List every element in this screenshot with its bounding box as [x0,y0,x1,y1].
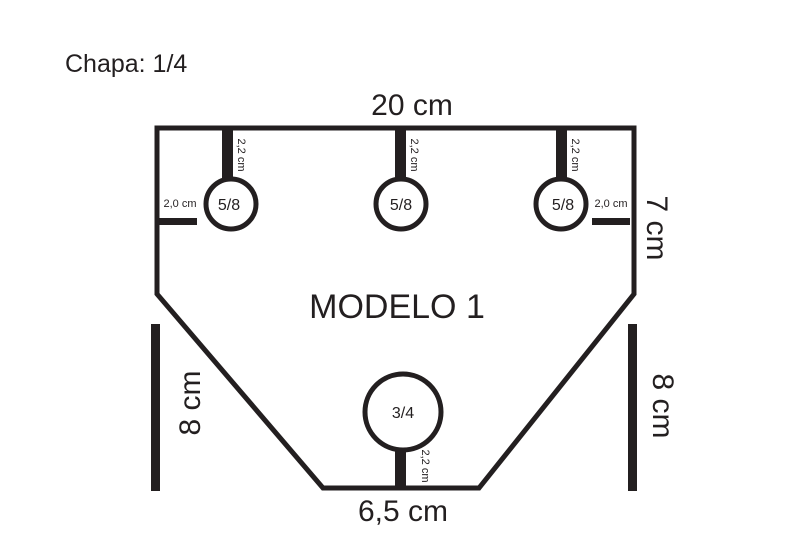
right-slant-label: 8 cm [646,373,679,438]
sheet-label: Chapa: 1/4 [65,50,187,78]
stem-top-right [556,130,567,181]
edge-left-bar [159,218,197,225]
stem-top-left-label: 2,2 cm [235,138,247,171]
stem-top-left [222,130,233,181]
hole-top-right-label: 5/8 [552,197,574,214]
hole-bottom [362,371,444,453]
edge-right-label: 2,0 cm [594,198,627,210]
top-width-label: 20 cm [371,89,453,122]
left-slant-label: 8 cm [174,370,207,435]
plate-outline [154,125,637,491]
stem-top-center-label: 2,2 cm [408,138,420,171]
hole-bottom-label: 3/4 [392,405,414,422]
model-label: MODELO 1 [309,288,485,326]
stem-bottom-label: 2,2 cm [419,449,431,482]
hole-top-center [373,176,429,232]
hole-top-center-label: 5/8 [390,197,412,214]
right-slant-bar [628,324,637,491]
stem-top-center [395,130,406,181]
left-slant-bar [151,324,160,491]
hole-top-left-label: 5/8 [218,197,240,214]
hole-top-right [533,176,589,232]
bottom-width-label: 6,5 cm [358,495,448,528]
stem-top-right-label: 2,2 cm [569,138,581,171]
stem-bottom [395,447,406,488]
edge-left-label: 2,0 cm [163,198,196,210]
edge-right-bar [592,218,630,225]
right-height-label: 7 cm [640,195,673,260]
hole-top-left [203,176,259,232]
